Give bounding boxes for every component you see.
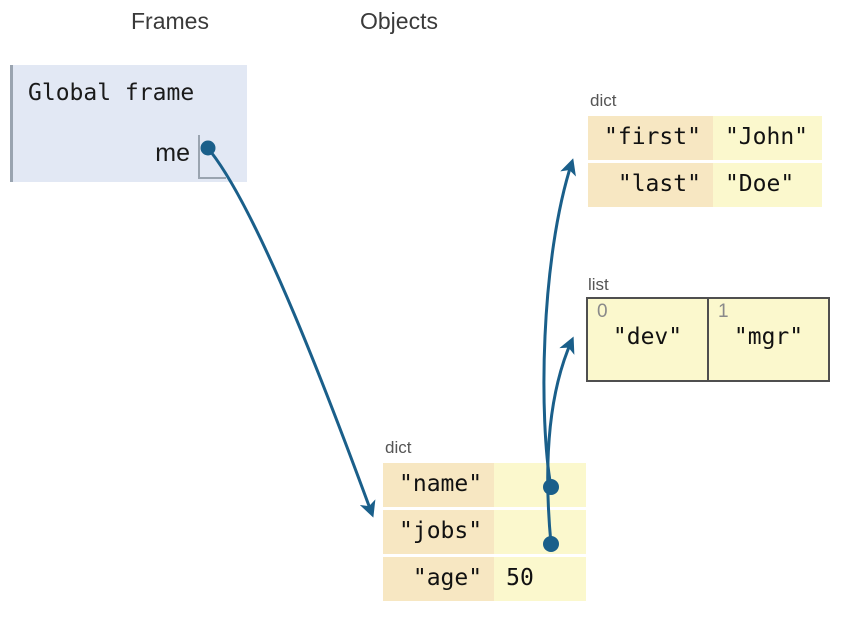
pointer-arrow-me-to-dict-main (200, 140, 376, 518)
object-type-label: dict (590, 91, 617, 110)
table-row: "age" 50 (383, 557, 587, 601)
dict-value-pointer-cell (494, 510, 587, 554)
list-item-value: "dev" (612, 324, 683, 350)
object-type-label: list (588, 275, 609, 294)
frame-variable-me: me (13, 135, 250, 181)
table-row: "first" "John" (588, 116, 823, 160)
frames-column-heading: Frames (131, 8, 209, 34)
frame-variable-name: me (155, 139, 190, 167)
table-row: "name" (383, 463, 587, 507)
global-frame-title: Global frame (28, 80, 195, 106)
dict-key-cell: "age" (383, 557, 495, 601)
list-index-label: 1 (718, 301, 729, 322)
dict-value-cell: "Doe" (712, 163, 823, 207)
dict-table: "name" "jobs" "age" 50 (383, 460, 587, 604)
dict-key-cell: "name" (383, 463, 495, 507)
dict-key-cell: "first" (588, 116, 713, 160)
objects-column-heading: Objects (360, 8, 438, 34)
object-list-jobs: list 0 "dev" 1 "mgr" (586, 275, 830, 382)
global-frame: Global frame me (10, 65, 247, 182)
dict-key-cell: "last" (588, 163, 713, 207)
list-item: 1 "mgr" (707, 299, 828, 380)
dict-value-pointer-cell (494, 463, 587, 507)
dict-table: "first" "John" "last" "Doe" (588, 113, 823, 210)
list-item-value: "mgr" (733, 324, 804, 350)
object-type-label: dict (385, 438, 412, 457)
list-item: 0 "dev" (588, 299, 707, 380)
table-row: "jobs" (383, 510, 587, 554)
list-box: 0 "dev" 1 "mgr" (586, 297, 830, 382)
frame-variable-pointer-slot (198, 135, 226, 179)
dict-key-cell: "jobs" (383, 510, 495, 554)
dict-value-cell: 50 (494, 557, 587, 601)
object-dict-main: dict "name" "jobs" "age" 50 (383, 438, 587, 604)
pointer-arrow-name-to-dict-name (542, 158, 576, 495)
list-index-label: 0 (597, 301, 608, 322)
dict-value-cell: "John" (712, 116, 823, 160)
object-dict-name: dict "first" "John" "last" "Doe" (588, 91, 823, 210)
table-row: "last" "Doe" (588, 163, 823, 207)
